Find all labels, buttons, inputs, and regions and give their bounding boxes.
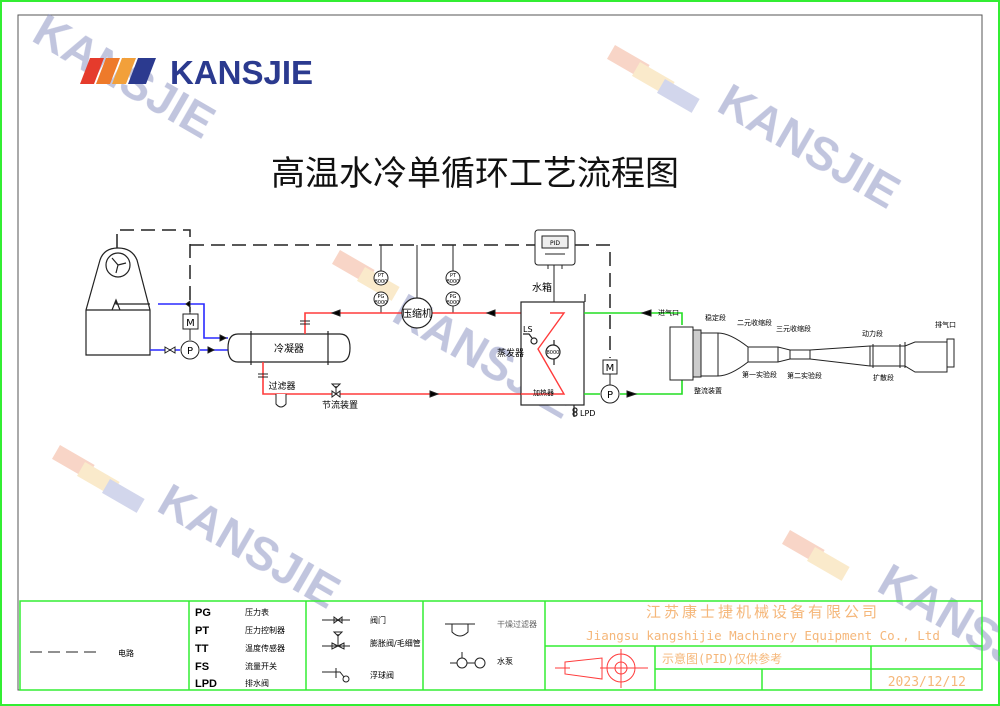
test-section-2-label: 第二实验段 <box>787 371 822 380</box>
pump-icon <box>180 340 200 360</box>
contraction-2d-label: 二元收缩段 <box>737 318 772 327</box>
water-tank-label: 水箱 <box>532 281 552 294</box>
gauge-value: 8000 <box>375 300 388 306</box>
valve-symbol-icon <box>322 616 350 624</box>
condenser: 冷凝器 <box>227 331 351 365</box>
filter: 过滤器 <box>268 380 296 408</box>
drawing-date: 2023/12/12 <box>888 675 966 690</box>
legend-valve-label: 阀门 <box>370 615 386 625</box>
pid-note: 示意图(PID)仅供参考 <box>662 651 782 666</box>
legend-pump-label: 水泵 <box>497 656 513 666</box>
flow-straightener-label: 整流装置 <box>694 386 722 395</box>
compressor-label: 压缩机 <box>402 307 432 320</box>
gauge-value: 8000 <box>447 300 460 306</box>
legend-dry-filter-label: 干燥过滤器 <box>497 619 537 629</box>
motor-box <box>182 313 199 330</box>
throttle-device: 节流装置 <box>322 383 358 411</box>
air-lines <box>584 312 683 395</box>
company-name-en: Jiangsu kangshijie Machinery Equipment C… <box>586 628 940 643</box>
page-title: 高温水冷单循环工艺流程图 <box>271 154 679 194</box>
motor-label: M <box>186 318 195 329</box>
stabilizing-label: 稳定段 <box>705 313 726 322</box>
legend-float-label: 浮球阀 <box>370 670 394 680</box>
abbr-desc: 压力表 <box>245 607 269 617</box>
pg-label: PG <box>378 294 385 300</box>
logo-text: KANSJIE <box>170 54 313 91</box>
gauge-value: 8000 <box>447 279 460 285</box>
abbr-desc: 流量开关 <box>245 661 277 671</box>
power-section-label: 动力段 <box>862 329 883 338</box>
abbr-code: LPD <box>195 678 217 690</box>
company-name-cn: 江苏康士捷机械设备有限公司 <box>646 603 880 621</box>
lpd-label: LPD <box>580 409 595 418</box>
watermark-text: KANSJIE <box>150 474 349 619</box>
condenser-label: 冷凝器 <box>274 342 304 355</box>
abbr-desc: 温度传感器 <box>245 643 285 653</box>
gauge-value: 8000 <box>375 279 388 285</box>
contraction-3d-label: 三元收缩段 <box>776 324 811 333</box>
circuit-lines <box>116 229 611 358</box>
pid-controller: PID <box>534 229 576 269</box>
pid-label: PID <box>550 240 560 247</box>
abbr-code: TT <box>195 643 209 655</box>
legend-circuit-label: 电路 <box>118 648 134 658</box>
pg-label: PG <box>450 294 457 300</box>
ls-label: LS <box>523 325 533 334</box>
float-valve-icon <box>342 675 350 683</box>
filter-label: 过滤器 <box>268 380 295 392</box>
abbr-code: PT <box>195 625 209 637</box>
pump-label: P <box>187 346 193 357</box>
inlet-label: 进气口 <box>658 308 679 317</box>
legend: 电路 PG PT TT FS LPD 压力表 压力控制器 温度传感器 流量开关 … <box>30 607 537 690</box>
pt-label: PT <box>378 273 385 279</box>
water-tank: 水箱 8000 LS 蒸发器 加热器 LPD <box>497 281 595 418</box>
heater-label: 加热器 <box>533 388 554 397</box>
throttle-label: 节流装置 <box>322 399 358 411</box>
pump-symbol-icon <box>456 657 468 669</box>
kansjie-logo: KANSJIE <box>80 54 313 91</box>
legend-expansion-label: 膨胀阀/毛细管 <box>370 638 421 648</box>
title-block <box>19 600 983 691</box>
cooling-tower <box>85 247 151 356</box>
outlet-label: 排气口 <box>935 320 956 329</box>
evaporator-label: 蒸发器 <box>497 347 524 359</box>
pump-label: P <box>607 390 613 401</box>
abbr-code: PG <box>195 607 211 619</box>
abbr-desc: 压力控制器 <box>245 625 285 635</box>
expansion-valve-icon <box>322 631 350 650</box>
wind-tunnel: 进气口 稳定段 二元收缩段 三元收缩段 第一实验段 第二实验段 动力段 扩散段 … <box>658 308 956 395</box>
watermark-text: KANSJIE <box>710 74 909 219</box>
projection-symbol-icon <box>555 649 648 688</box>
tt-value: 8000 <box>547 350 560 356</box>
valve-icon <box>164 346 176 354</box>
abbr-code: FS <box>195 661 209 673</box>
company-block: 江苏康士捷机械设备有限公司 Jiangsu kangshijie Machine… <box>555 603 966 690</box>
pt-label: PT <box>450 273 457 279</box>
motor-label: M <box>606 363 615 374</box>
dry-filter-icon <box>445 623 475 637</box>
test-section-1-label: 第一实验段 <box>742 370 777 379</box>
diffuser-label: 扩散段 <box>873 373 894 382</box>
compressor: 压缩机 <box>401 297 433 329</box>
abbr-desc: 排水阀 <box>245 678 269 688</box>
